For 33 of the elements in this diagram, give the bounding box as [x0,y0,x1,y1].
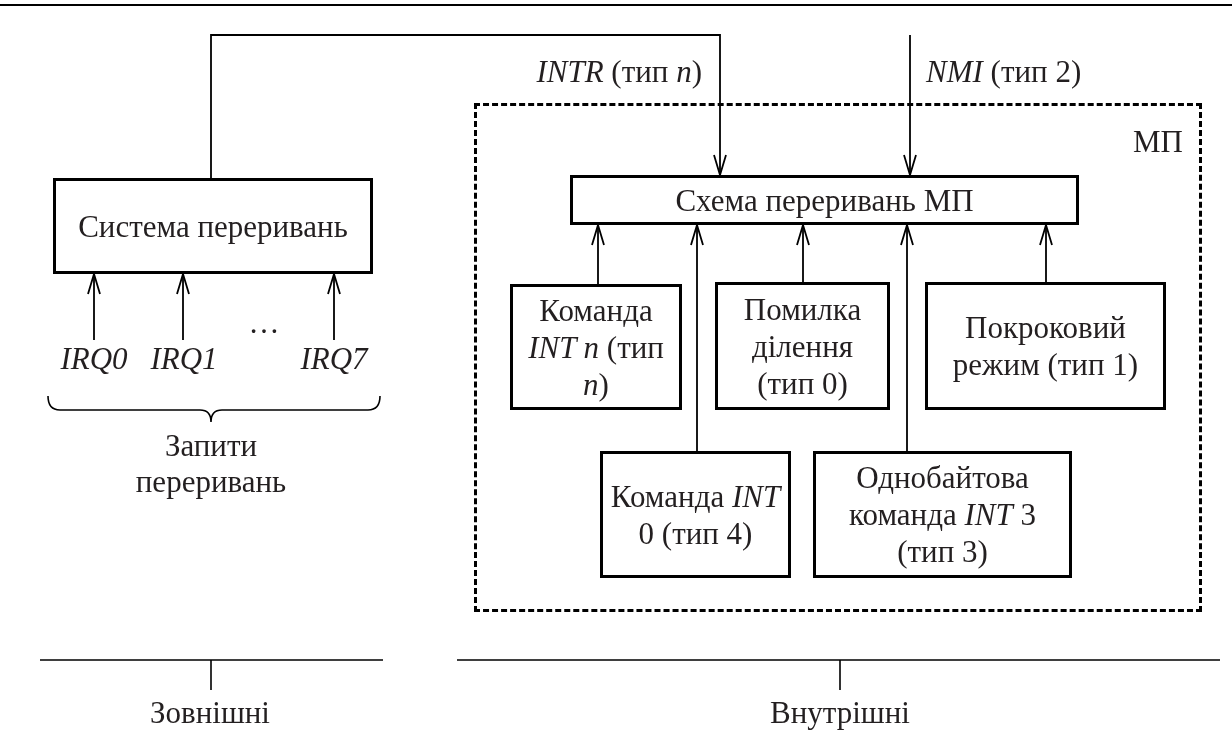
arrow [900,224,914,452]
arrow [210,34,727,179]
signal-label: IRQ7 [292,340,376,376]
process-box [813,451,1072,578]
box-label: Команда INT 0 (тип 4) [609,477,783,552]
process-box [715,282,890,410]
process-box [600,451,791,578]
arrow [796,224,810,283]
box-label: Покроковий режим (тип 1) [951,309,1140,383]
arrow [87,273,101,341]
arrow [1039,224,1053,283]
box-label: Схема переривань МП [675,181,974,219]
group-caption: Запити переривань [134,428,288,500]
signal-label: IRQ0 [52,340,136,376]
box-label: Помилка ділення (тип 0) [742,290,863,402]
box-label: Система переривань [78,207,348,245]
ellipsis: … [247,305,281,341]
arrow [903,34,917,176]
arrow [591,224,605,285]
dashed-boundary [474,103,1202,612]
category-label: Внутрішні [769,695,911,731]
box-label: Однобайтова команда INT 3 (тип 3) [848,459,1037,570]
category-label: Зовнішні [149,695,271,731]
process-box [53,178,373,274]
arrow [690,224,704,452]
arrow [176,273,190,341]
process-box [510,284,682,410]
boundary-label: МП [1133,126,1183,157]
arrow [327,273,341,341]
box-label: Команда INT n (тип n) [527,291,665,403]
process-box [570,175,1079,225]
signal-label: IRQ1 [142,340,226,376]
process-box [925,282,1166,410]
